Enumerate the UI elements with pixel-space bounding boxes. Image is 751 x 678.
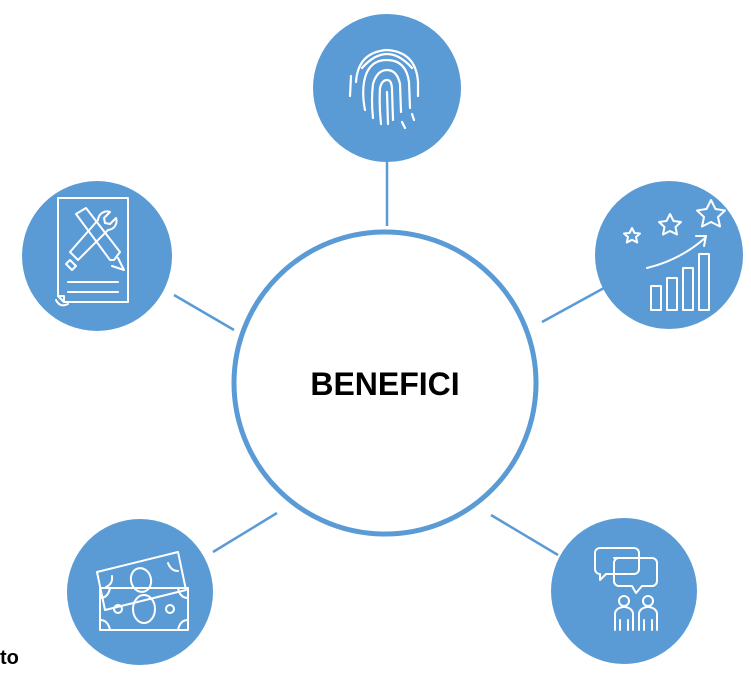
connector-conversation — [490, 513, 559, 557]
rating-growth-icon — [623, 199, 726, 311]
node-fingerprint — [313, 14, 461, 162]
money-icon — [96, 551, 189, 631]
clipped-text-fragment: to — [0, 647, 19, 669]
center-label: BENEFICI — [310, 366, 459, 402]
connector-tools — [173, 293, 235, 332]
connectors — [173, 162, 605, 557]
connector-money — [212, 511, 278, 554]
conversation-icon — [594, 547, 658, 631]
node-money — [67, 519, 213, 665]
tools-document-icon — [55, 197, 129, 307]
center-node: BENEFICI — [231, 229, 539, 537]
node-conversation — [551, 518, 697, 664]
connector-rating — [541, 286, 605, 324]
fingerprint-icon — [348, 48, 420, 130]
node-tools-document — [22, 181, 172, 331]
node-rating-growth — [595, 181, 743, 329]
